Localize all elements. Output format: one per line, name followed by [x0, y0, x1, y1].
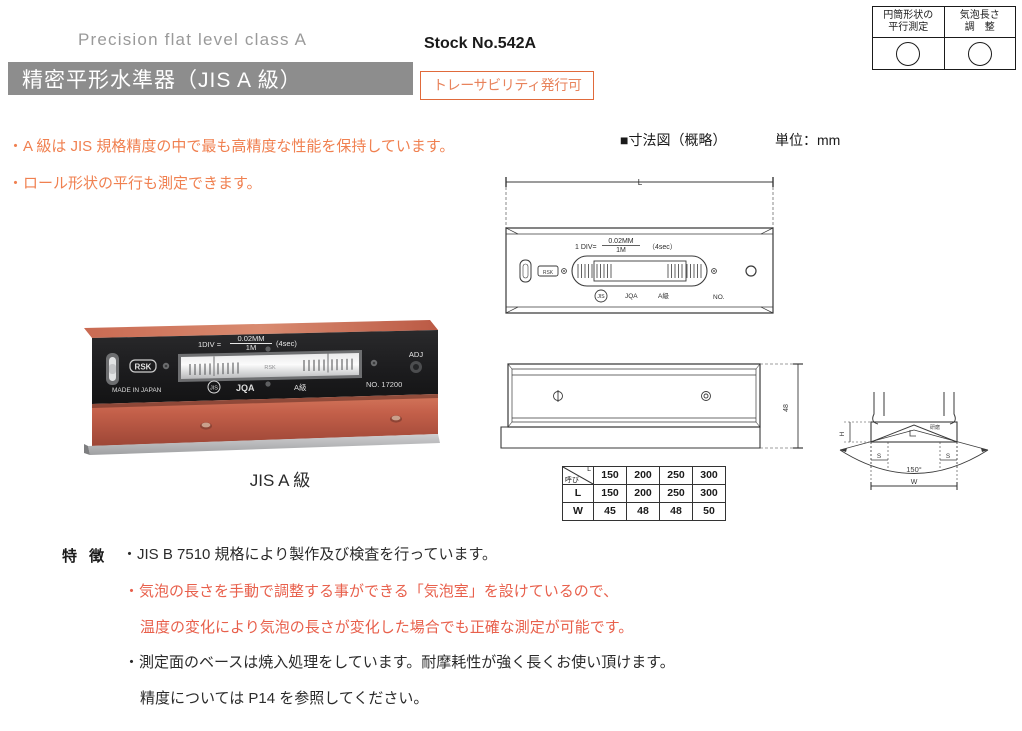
table-header-cell: 150: [593, 466, 627, 485]
drawing-vee-groove-svg: 150° W S S H 研磨: [839, 392, 989, 490]
table-row-label: W: [562, 502, 594, 521]
vee-height-label: H: [839, 431, 846, 436]
feature-label-line1: 円筒形状の: [883, 9, 934, 21]
grad-label: 1 DIV=: [575, 244, 597, 251]
length-label: L: [638, 178, 643, 187]
feature-line: 精度については P14 を参照してください。: [140, 689, 429, 707]
dimension-table: L 呼び 150 200 250 300 L 150 200 250 300 W…: [562, 466, 726, 521]
mark-jis: JIS: [597, 294, 605, 300]
table-row: L 呼び 150 200 250 300: [562, 466, 726, 485]
table-row: L 150 200 250 300: [562, 484, 726, 503]
photo-made-in-label: MADE IN JAPAN: [112, 387, 162, 394]
stock-number: Stock No.542A: [424, 35, 537, 52]
table-cell: 250: [659, 484, 693, 503]
photo-serial-label: NO. 17200: [366, 380, 402, 389]
table-cell: 45: [593, 502, 627, 521]
table-cell: 200: [626, 484, 660, 503]
photo-mark-jis: JIS: [210, 386, 218, 392]
photo-caption: JIS A 級: [249, 471, 311, 490]
feature-column-bubble-adjust-head: 気泡長さ 調 整: [944, 7, 1015, 38]
corner-bottom-label: 呼び: [565, 477, 579, 484]
title-bar: 精密平形水準器（JIS A 級）: [8, 62, 413, 95]
vee-note-label: 研磨: [930, 424, 940, 431]
table-cell: 50: [692, 502, 726, 521]
traceability-badge: トレーサビリティ発行可: [420, 71, 595, 100]
product-photo: RSK: [78, 312, 450, 458]
features-section: 特 徴 ・JIS B 7510 規格により製作及び検査を行っています。 ・気泡の…: [62, 545, 762, 724]
table-header-cell: 300: [692, 466, 726, 485]
feature-column-bubble-adjust: 気泡長さ 調 整: [943, 7, 1016, 69]
vee-angle-label: 150°: [906, 465, 922, 474]
side-height-label: 48: [783, 404, 790, 412]
feature-column-parallel-measure: 円筒形状の 平行測定: [873, 7, 944, 69]
bullet-item: ・A 級は JIS 規格精度の中で最も高精度な性能を保持しています。: [8, 138, 455, 155]
feature-icon-box: 円筒形状の 平行測定 気泡長さ 調 整: [872, 6, 1016, 70]
drawing-side-view-svg: 48: [500, 363, 803, 449]
feature-line: ・JIS B 7510 規格により製作及び検査を行っています。: [122, 546, 498, 563]
drawing-top-view-svg: RSK: [505, 177, 774, 314]
product-photo-svg: RSK: [84, 320, 440, 455]
feature-column-parallel-measure-body: [873, 38, 944, 69]
vee-width-label: W: [911, 479, 918, 486]
feature-first-row: 特 徴 ・JIS B 7510 規格により製作及び検査を行っています。: [62, 545, 762, 566]
table-cell: 48: [626, 502, 660, 521]
photo-grad-sec: (4sec): [276, 339, 297, 348]
feature-column-parallel-measure-head: 円筒形状の 平行測定: [873, 7, 944, 38]
table-cell: 48: [659, 502, 693, 521]
table-cell: 300: [692, 484, 726, 503]
photo-mark-jqa: JQA: [236, 383, 255, 393]
grad-sec: （4sec）: [648, 243, 677, 251]
dimension-table-wrapper: L 呼び 150 200 250 300 L 150 200 250 300 W…: [562, 466, 726, 521]
feature-line: ・気泡の長さを手動で調整する事ができる「気泡室」を設けているので、: [124, 583, 619, 600]
vee-s-left-label: S: [877, 453, 882, 460]
photo-grad-numerator: 0.02MM: [237, 334, 264, 343]
vee-s-right-label: S: [946, 453, 951, 460]
photo-adj-label: ADJ: [409, 350, 423, 359]
mark-no: NO.: [713, 294, 725, 301]
drawing-side-view: 48: [498, 352, 818, 462]
mark-jqa: JQA: [625, 293, 638, 300]
diagonal-slash-icon: [563, 467, 593, 484]
english-title: Precision flat level class A: [78, 30, 308, 49]
table-header-cell: 200: [626, 466, 660, 485]
grad-denominator: 1M: [616, 247, 626, 254]
feature-label-line2: 調 整: [964, 22, 995, 33]
svg-text:RSK: RSK: [543, 270, 554, 276]
corner-top-label: L: [587, 466, 591, 474]
circle-mark-icon: [896, 41, 921, 66]
photo-grad-label: 1DIV =: [198, 340, 222, 349]
page-title: 精密平形水準器（JIS A 級）: [22, 68, 302, 92]
feature-column-bubble-adjust-body: [945, 38, 1016, 69]
drawing-vee-groove-detail: 150° W S S H 研磨: [826, 392, 1016, 502]
table-header-cell: 250: [659, 466, 693, 485]
dimension-unit-label: 単位：mm: [775, 132, 841, 148]
feature-line: 温度の変化により気泡の長さが変化した場合でも正確な測定が可能です。: [140, 618, 634, 636]
feature-line: ・測定面のベースは焼入処理をしています。耐摩耗性が強く長くお使い頂けます。: [124, 654, 675, 671]
feature-label-line2: 平行測定: [888, 22, 929, 33]
drawing-top-view: RSK: [498, 168, 783, 323]
table-cell: 150: [593, 484, 627, 503]
feature-label-line1: 気泡長さ: [959, 9, 1000, 21]
mark-class: A級: [658, 291, 669, 300]
photo-grad-denominator: 1M: [246, 343, 256, 352]
svg-text:RSK: RSK: [264, 365, 276, 371]
bullet-item: ・ロール形状の平行も測定できます。: [8, 174, 262, 192]
features-label: 特 徴: [62, 548, 109, 565]
dimension-drawing-heading: ■寸法図（概略）: [620, 132, 727, 148]
table-row: W 45 48 48 50: [562, 502, 726, 521]
circle-mark-icon: [967, 41, 992, 66]
highlight-bullet-list: ・A 級は JIS 規格精度の中で最も高精度な性能を保持しています。 ・ロール形…: [8, 138, 508, 212]
photo-mark-class: A級: [294, 382, 307, 392]
grad-numerator: 0.02MM: [608, 238, 633, 245]
table-row-label: L: [562, 484, 594, 503]
table-corner-cell: L 呼び: [562, 466, 594, 485]
photo-brand-label: RSK: [135, 363, 152, 372]
